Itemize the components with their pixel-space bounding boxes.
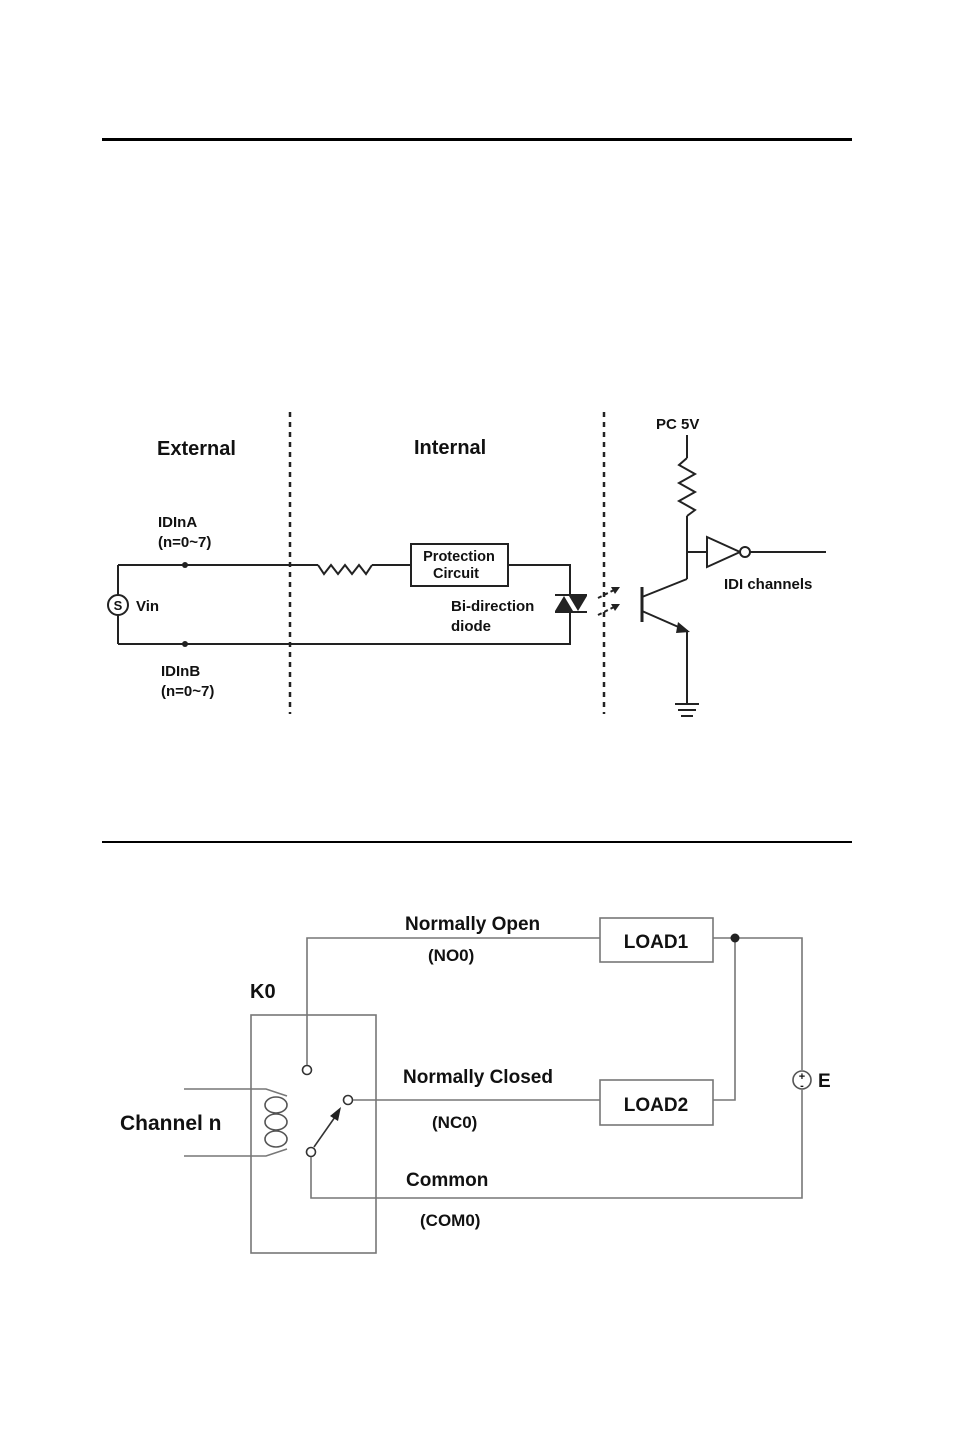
protection-to-diode-wire: [508, 565, 570, 594]
load1-label: LOAD1: [624, 932, 689, 953]
input-a-range: (n=0~7): [158, 534, 211, 551]
input-b-terminal: [182, 641, 188, 647]
normally-closed-label: Normally Closed: [403, 1067, 553, 1088]
load1-return-wire: [713, 938, 802, 1070]
load2-label: LOAD2: [624, 1095, 688, 1116]
ground-icon: [675, 704, 699, 716]
common-label: Common: [406, 1170, 488, 1191]
relay-k0-label: K0: [250, 981, 276, 1003]
coil-top-wire: [184, 1089, 287, 1096]
no-contact-icon: [303, 1066, 312, 1075]
relay-coil-icon: [265, 1097, 287, 1147]
diode-label-line2: diode: [451, 618, 491, 635]
input-a-label: IDInA: [158, 514, 197, 531]
com0-label: (COM0): [420, 1211, 480, 1230]
nc0-label: (NC0): [432, 1113, 477, 1132]
input-resistor-icon: [318, 565, 372, 574]
isolated-input-diagram: External Internal IDInA (n=0~7) Protecti…: [108, 412, 826, 716]
input-a-terminal: [182, 562, 188, 568]
phototransistor-icon: [642, 579, 690, 633]
inverter-icon: [707, 537, 740, 567]
no0-label: (NO0): [428, 946, 474, 965]
channel-n-label: Channel n: [120, 1112, 222, 1135]
switch-arrow-icon: [330, 1107, 341, 1121]
external-label: External: [157, 438, 236, 460]
source-symbol: S: [114, 598, 123, 613]
optical-coupling-arrows-icon: [598, 587, 620, 615]
relay-box: [251, 1015, 376, 1253]
pc-5v-label: PC 5V: [656, 416, 699, 433]
common-wire: [311, 1089, 802, 1198]
circuit-label: Circuit: [433, 566, 479, 582]
normally-open-label: Normally Open: [405, 914, 540, 935]
relay-output-diagram: K0 Channel n Normally Open (NO0) LOAD1 N…: [120, 914, 831, 1253]
input-b-label: IDInB: [161, 663, 200, 680]
load2-return-wire: [713, 938, 735, 1100]
protection-label: Protection: [423, 549, 495, 565]
switch-arm: [314, 1117, 335, 1147]
input-b-range: (n=0~7): [161, 683, 214, 700]
vin-label: Vin: [136, 598, 159, 615]
common-contact-icon: [307, 1148, 316, 1157]
inverter-bubble-icon: [740, 547, 750, 557]
coil-bottom-wire: [184, 1149, 287, 1156]
idi-channels-label: IDI channels: [724, 576, 812, 593]
nc-contact-icon: [344, 1096, 353, 1105]
supply-e-label: E: [818, 1071, 831, 1092]
junction-dot: [731, 934, 740, 943]
pullup-resistor-icon: [679, 458, 695, 516]
internal-label: Internal: [414, 437, 486, 459]
bidirection-diode-icon: [555, 595, 587, 612]
input-b-wire: [118, 612, 570, 644]
diode-label-line1: Bi-direction: [451, 598, 534, 615]
